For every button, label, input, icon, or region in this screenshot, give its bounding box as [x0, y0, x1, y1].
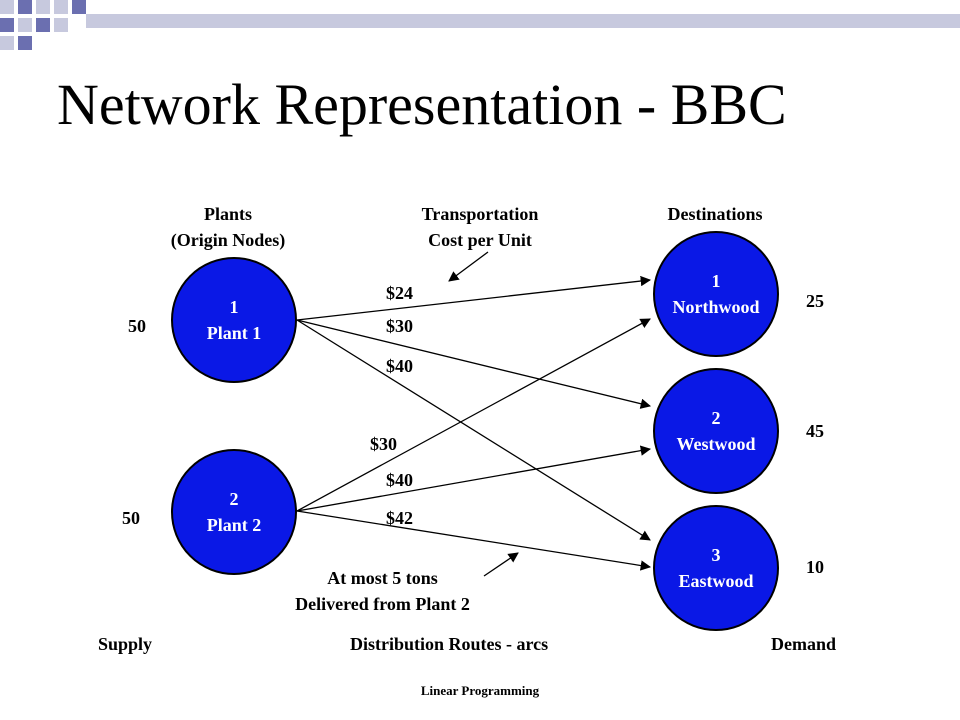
plant-2-name: Plant 2: [206, 515, 262, 535]
constraint-note-line2: Delivered from Plant 2: [295, 594, 470, 615]
cost-plant1-westwood: $30: [386, 316, 413, 336]
plants-header-line1: Plants: [203, 204, 252, 224]
supply-label: Supply: [98, 634, 153, 654]
destination-2-number: 2: [711, 407, 721, 428]
destination-1-number: 1: [711, 270, 721, 291]
cost-plant2-eastwood: $42: [386, 508, 413, 528]
arc-plant1-eastwood: [296, 319, 651, 541]
pointer-cost-label: [448, 251, 489, 282]
cost-plant1-northwood: $24: [386, 283, 413, 303]
top-bar: [86, 14, 960, 28]
arc-plant1-northwood: [296, 275, 652, 321]
arc-plant2-westwood: [296, 445, 652, 512]
arc-plant2-northwood: [296, 318, 651, 512]
cost-plant1-eastwood: $40: [386, 356, 413, 376]
plant-2-number: 2: [229, 488, 239, 509]
cost-header-line2: Cost per Unit: [428, 230, 532, 251]
destination-node-westwood: 2 Westwood: [653, 368, 779, 494]
plants-header-line2: (Origin Nodes): [170, 230, 286, 251]
demand-westwood: 45: [806, 421, 824, 441]
constraint-note: At most 5 tons Delivered from Plant 2: [250, 565, 515, 617]
corner-decoration: [0, 0, 86, 50]
arc-plant2-eastwood: [296, 510, 652, 571]
slide-title: Network Representation - BBC: [57, 72, 787, 137]
arc-plant1-westwood: [296, 319, 652, 409]
destination-node-northwood: 1 Northwood: [653, 231, 779, 357]
footer-text: Linear Programming: [420, 683, 540, 698]
destinations-header: Destinations: [667, 204, 763, 224]
constraint-note-line1: At most 5 tons: [327, 568, 438, 588]
destination-node-eastwood: 3 Eastwood: [653, 505, 779, 631]
destination-3-name: Eastwood: [678, 571, 754, 591]
plant-node-2: 2 Plant 2: [171, 449, 297, 575]
plant-1-number: 1: [229, 296, 239, 317]
supply-plant-1: 50: [128, 316, 146, 336]
plant-node-1: 1 Plant 1: [171, 257, 297, 383]
demand-eastwood: 10: [806, 557, 824, 577]
destination-3-number: 3: [711, 544, 721, 565]
plants-header: Plants (Origin Nodes): [148, 201, 308, 253]
demand-label: Demand: [771, 634, 837, 654]
cost-plant2-northwood: $30: [370, 434, 397, 454]
cost-header: Transportation Cost per Unit: [390, 201, 570, 253]
destination-2-name: Westwood: [676, 434, 756, 454]
destination-1-name: Northwood: [672, 297, 760, 317]
pointer-note: [483, 552, 519, 577]
supply-plant-2: 50: [122, 508, 140, 528]
demand-northwood: 25: [806, 291, 824, 311]
cost-header-line1: Transportation: [421, 204, 539, 224]
routes-label: Distribution Routes - arcs: [350, 634, 549, 654]
plant-1-name: Plant 1: [206, 323, 262, 343]
cost-plant2-westwood: $40: [386, 470, 413, 490]
